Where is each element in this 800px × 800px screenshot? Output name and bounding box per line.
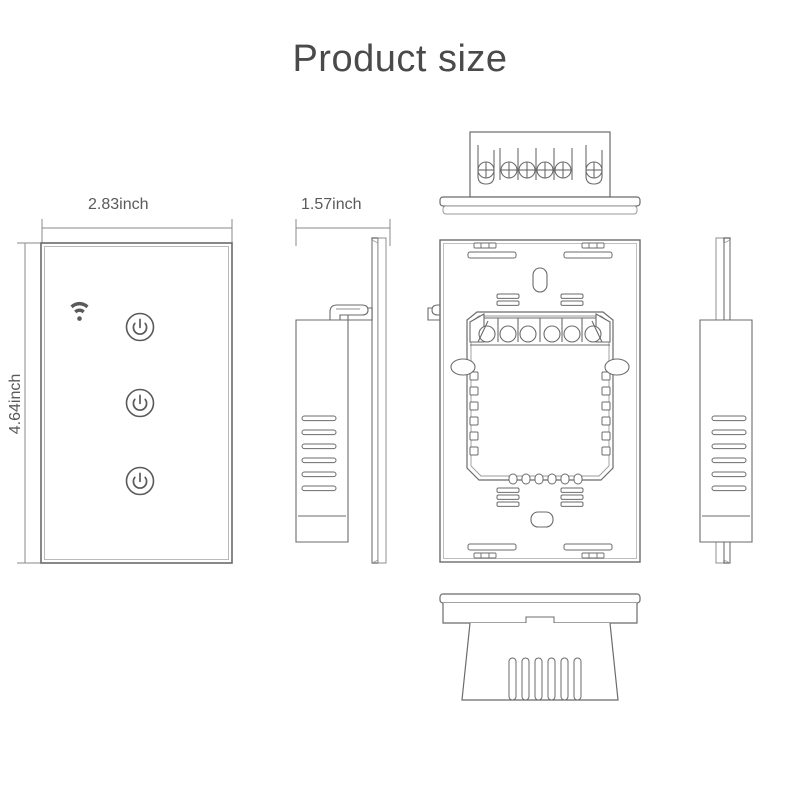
terminal-screws-top xyxy=(477,161,603,179)
side-slots-back xyxy=(469,371,611,456)
front-view xyxy=(40,242,233,564)
pill-hole-top xyxy=(532,267,548,293)
page-title: Product size xyxy=(292,38,508,80)
mounting-clip-left xyxy=(329,304,373,321)
dimension-line-width xyxy=(41,219,233,246)
pill-hole-bottom xyxy=(530,511,554,528)
bottom-view xyxy=(439,593,641,701)
bottom-tabs-back xyxy=(508,473,583,485)
dimension-label-depth: 1.57inch xyxy=(301,196,362,213)
oval-hole-right xyxy=(604,358,630,376)
mounting-tabs xyxy=(467,242,613,559)
bottom-vent-slots xyxy=(508,657,582,701)
left-side-view xyxy=(295,237,387,564)
top-view xyxy=(439,131,641,215)
wifi-icon xyxy=(70,301,89,321)
terminal-ports-back xyxy=(469,313,611,346)
back-view xyxy=(439,239,641,563)
dimension-label-width: 2.83inch xyxy=(88,196,149,213)
dimension-line-depth xyxy=(295,219,391,246)
oval-hole-left xyxy=(450,358,476,376)
